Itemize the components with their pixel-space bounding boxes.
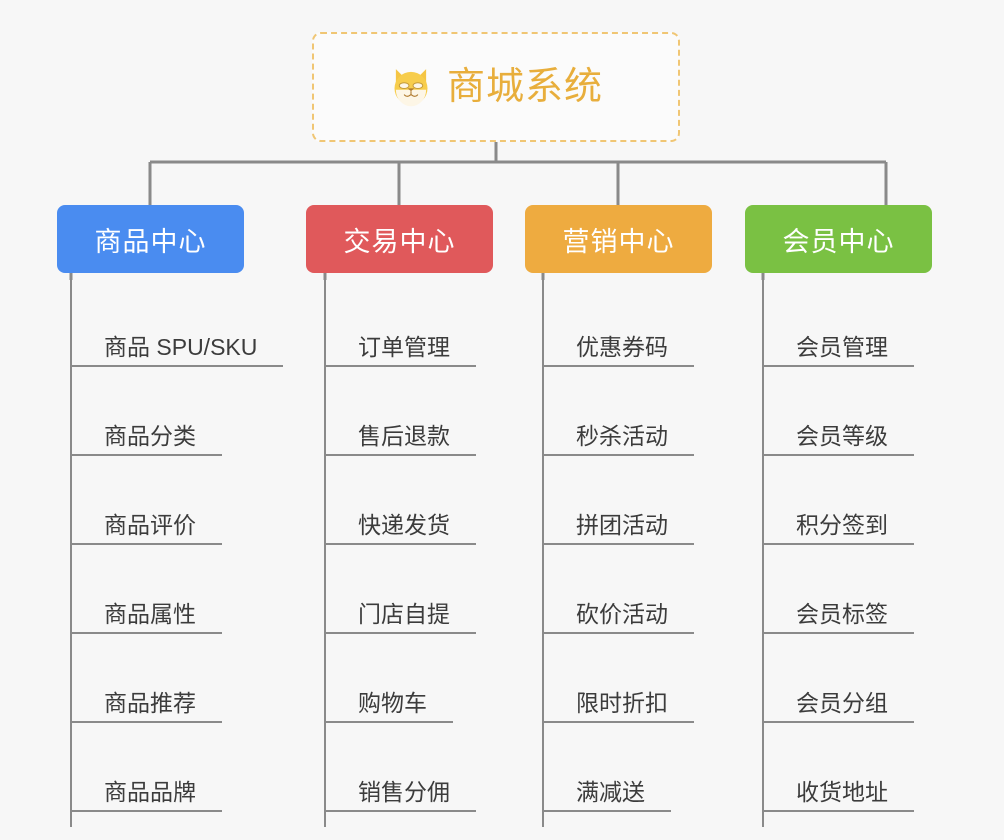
leaf-label: 商品品牌 [70, 779, 222, 812]
leaf-label: 限时折扣 [542, 690, 694, 723]
leaf-item[interactable]: 砍价活动 [542, 545, 694, 634]
leaf-label: 秒杀活动 [542, 423, 694, 456]
leaf-item[interactable]: 收货地址 [762, 723, 914, 812]
leaf-label: 商品 SPU/SKU [70, 334, 284, 367]
leaf-item[interactable]: 会员标签 [762, 545, 914, 634]
dog-face-icon [394, 69, 428, 107]
leaf-label: 购物车 [324, 690, 453, 723]
leaf-spine [542, 278, 544, 827]
leaf-label: 满减送 [542, 779, 671, 812]
leaf-label: 商品推荐 [70, 690, 222, 723]
leaf-item[interactable]: 限时折扣 [542, 634, 694, 723]
leaf-label: 售后退款 [324, 423, 476, 456]
branch-header-member-center[interactable]: 会员中心 [745, 205, 932, 273]
leaf-item[interactable]: 商品属性 [70, 545, 222, 634]
leaf-label: 会员标签 [762, 601, 914, 634]
leaf-label: 会员管理 [762, 334, 914, 367]
leaf-item[interactable]: 优惠券码 [542, 278, 694, 367]
leaf-item[interactable]: 订单管理 [324, 278, 476, 367]
leaf-label: 积分签到 [762, 512, 914, 545]
leaf-label: 收货地址 [762, 779, 914, 812]
leaf-item[interactable]: 商品分类 [70, 367, 222, 456]
leaf-item[interactable]: 秒杀活动 [542, 367, 694, 456]
branch-label: 商品中心 [94, 226, 207, 257]
leaf-item[interactable]: 快递发货 [324, 456, 476, 545]
branch-label: 营销中心 [562, 226, 675, 257]
leaf-item[interactable]: 积分签到 [762, 456, 914, 545]
root-node[interactable]: 商城系统 [312, 32, 680, 142]
leaf-item[interactable]: 销售分佣 [324, 723, 476, 812]
leaf-spine [762, 278, 764, 827]
branch-header-product-center[interactable]: 商品中心 [57, 205, 244, 273]
leaf-label: 销售分佣 [324, 779, 476, 812]
leaf-item[interactable]: 商品评价 [70, 456, 222, 545]
leaf-spine [70, 278, 72, 827]
leaf-item[interactable]: 商品推荐 [70, 634, 222, 723]
leaf-item[interactable]: 门店自提 [324, 545, 476, 634]
leaf-label: 会员等级 [762, 423, 914, 456]
root-title: 商城系统 [446, 66, 603, 108]
leaf-label: 砍价活动 [542, 601, 694, 634]
leaf-label: 订单管理 [324, 334, 476, 367]
leaf-spine [324, 278, 326, 827]
leaf-label: 拼团活动 [542, 512, 694, 545]
leaf-item[interactable]: 商品 SPU/SKU [70, 278, 284, 367]
leaf-item[interactable]: 售后退款 [324, 367, 476, 456]
branch-label: 交易中心 [343, 226, 456, 257]
branch-header-marketing-center[interactable]: 营销中心 [525, 205, 712, 273]
leaf-item[interactable]: 满减送 [542, 723, 671, 812]
leaf-label: 门店自提 [324, 601, 476, 634]
branch-header-trade-center[interactable]: 交易中心 [306, 205, 493, 273]
leaf-label: 优惠券码 [542, 334, 694, 367]
leaf-label: 快递发货 [324, 512, 476, 545]
leaf-label: 会员分组 [762, 690, 914, 723]
leaf-label: 商品属性 [70, 601, 222, 634]
leaf-item[interactable]: 购物车 [324, 634, 453, 723]
leaf-label: 商品分类 [70, 423, 222, 456]
leaf-item[interactable]: 商品品牌 [70, 723, 222, 812]
leaf-item[interactable]: 会员分组 [762, 634, 914, 723]
leaf-item[interactable]: 会员等级 [762, 367, 914, 456]
leaf-item[interactable]: 会员管理 [762, 278, 914, 367]
leaf-item[interactable]: 拼团活动 [542, 456, 694, 545]
leaf-label: 商品评价 [70, 512, 222, 545]
branch-label: 会员中心 [782, 226, 895, 257]
